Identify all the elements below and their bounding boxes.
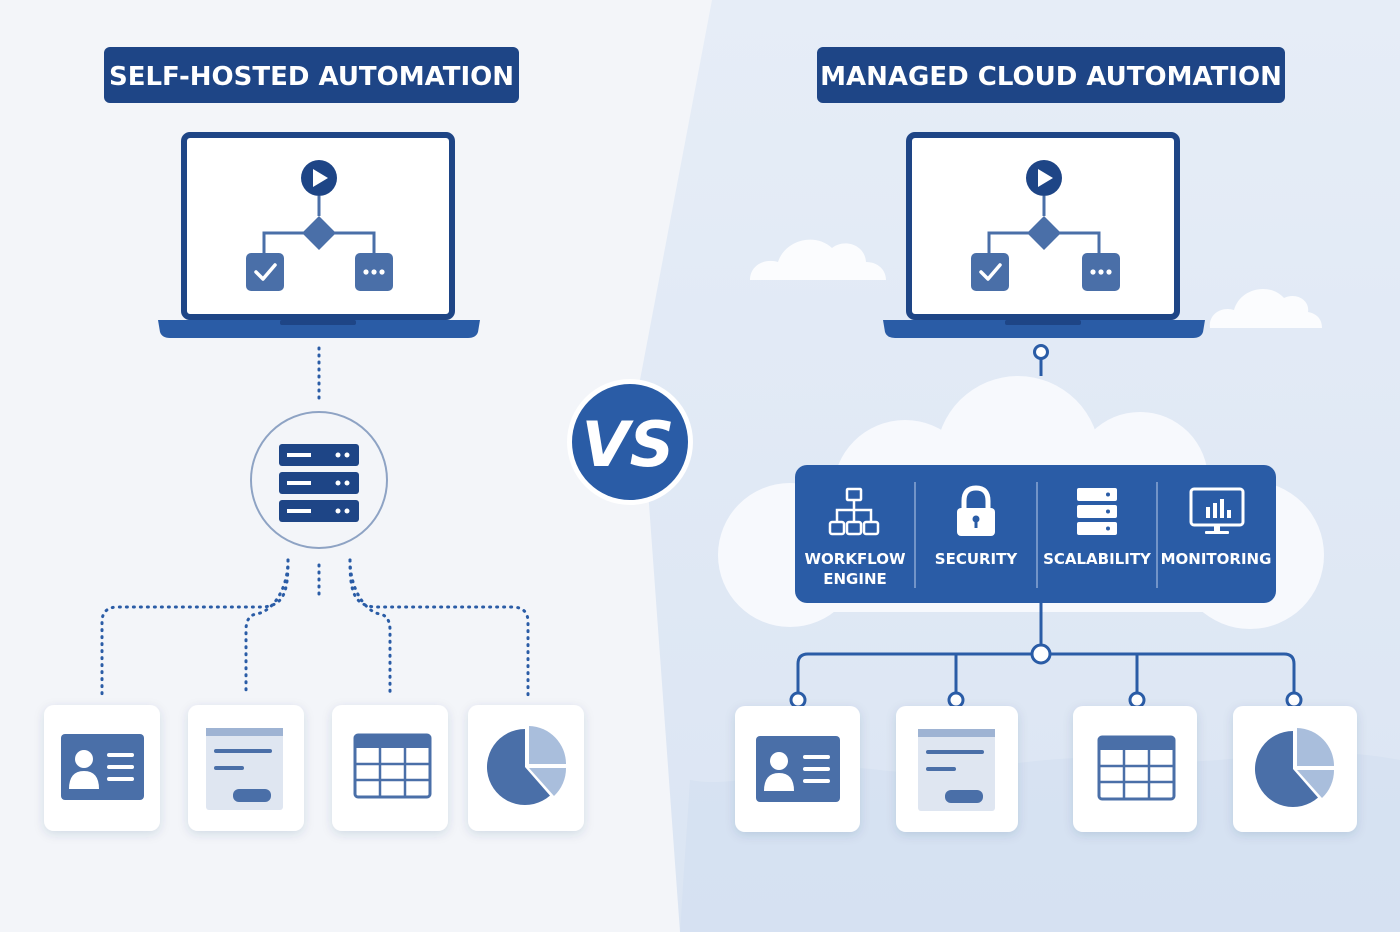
left-laptop — [158, 132, 480, 338]
left-card-form — [188, 705, 304, 831]
decision-diamond-icon — [302, 216, 336, 250]
form-document-icon — [918, 729, 995, 811]
small-cloud-right — [1209, 288, 1322, 328]
checkmark-icon — [246, 253, 284, 291]
form-document-icon — [206, 728, 283, 810]
server-rack-icon — [279, 444, 359, 522]
table-grid-icon — [353, 733, 432, 799]
more-dots-icon — [355, 253, 393, 291]
pie-chart-icon — [1254, 728, 1335, 808]
contact-card-icon — [61, 734, 144, 800]
right-title: MANAGED CLOUD AUTOMATION — [820, 62, 1282, 92]
left-title-badge: SELF-HOSTED AUTOMATION — [104, 47, 519, 103]
feature-label-workflow-line2: ENGINE — [823, 570, 887, 588]
right-card-contact — [735, 706, 860, 832]
feature-label-workflow-line1: WORKFLOW — [804, 550, 905, 568]
server-hub — [250, 411, 388, 549]
pie-chart-icon — [486, 726, 567, 805]
right-laptop — [883, 132, 1205, 338]
left-card-table — [332, 705, 448, 831]
feature-label-security: SECURITY — [935, 550, 1019, 568]
table-grid-icon — [1097, 735, 1176, 801]
left-dotted-network — [100, 558, 530, 697]
decision-diamond-icon — [1027, 216, 1061, 250]
right-solid-network — [796, 603, 1296, 692]
cloud-feature-panel: WORKFLOW ENGINE SECURITY SCALABILITY MON… — [795, 465, 1276, 603]
more-dots-icon — [1082, 253, 1120, 291]
small-cloud-left — [750, 239, 886, 280]
left-card-pie — [468, 705, 584, 831]
right-connector-top — [1033, 344, 1049, 376]
workflow-hierarchy-icon — [828, 487, 880, 536]
contact-card-icon — [756, 736, 840, 802]
right-card-table — [1073, 706, 1197, 832]
checkmark-icon — [971, 253, 1009, 291]
vs-label: VS — [582, 408, 675, 481]
left-title: SELF-HOSTED AUTOMATION — [109, 62, 514, 92]
server-stack-icon — [1077, 488, 1117, 535]
feature-label-scalability: SCALABILITY — [1043, 550, 1152, 568]
padlock-icon — [957, 485, 995, 536]
right-card-pie — [1233, 706, 1357, 832]
vs-badge: VS — [567, 379, 693, 505]
monitor-chart-icon — [1189, 487, 1245, 534]
play-icon — [301, 160, 337, 196]
right-card-form — [896, 706, 1018, 832]
play-icon — [1026, 160, 1062, 196]
right-title-badge: MANAGED CLOUD AUTOMATION — [817, 47, 1285, 103]
feature-label-monitoring: MONITORING — [1161, 550, 1272, 568]
left-card-contact — [44, 705, 160, 831]
